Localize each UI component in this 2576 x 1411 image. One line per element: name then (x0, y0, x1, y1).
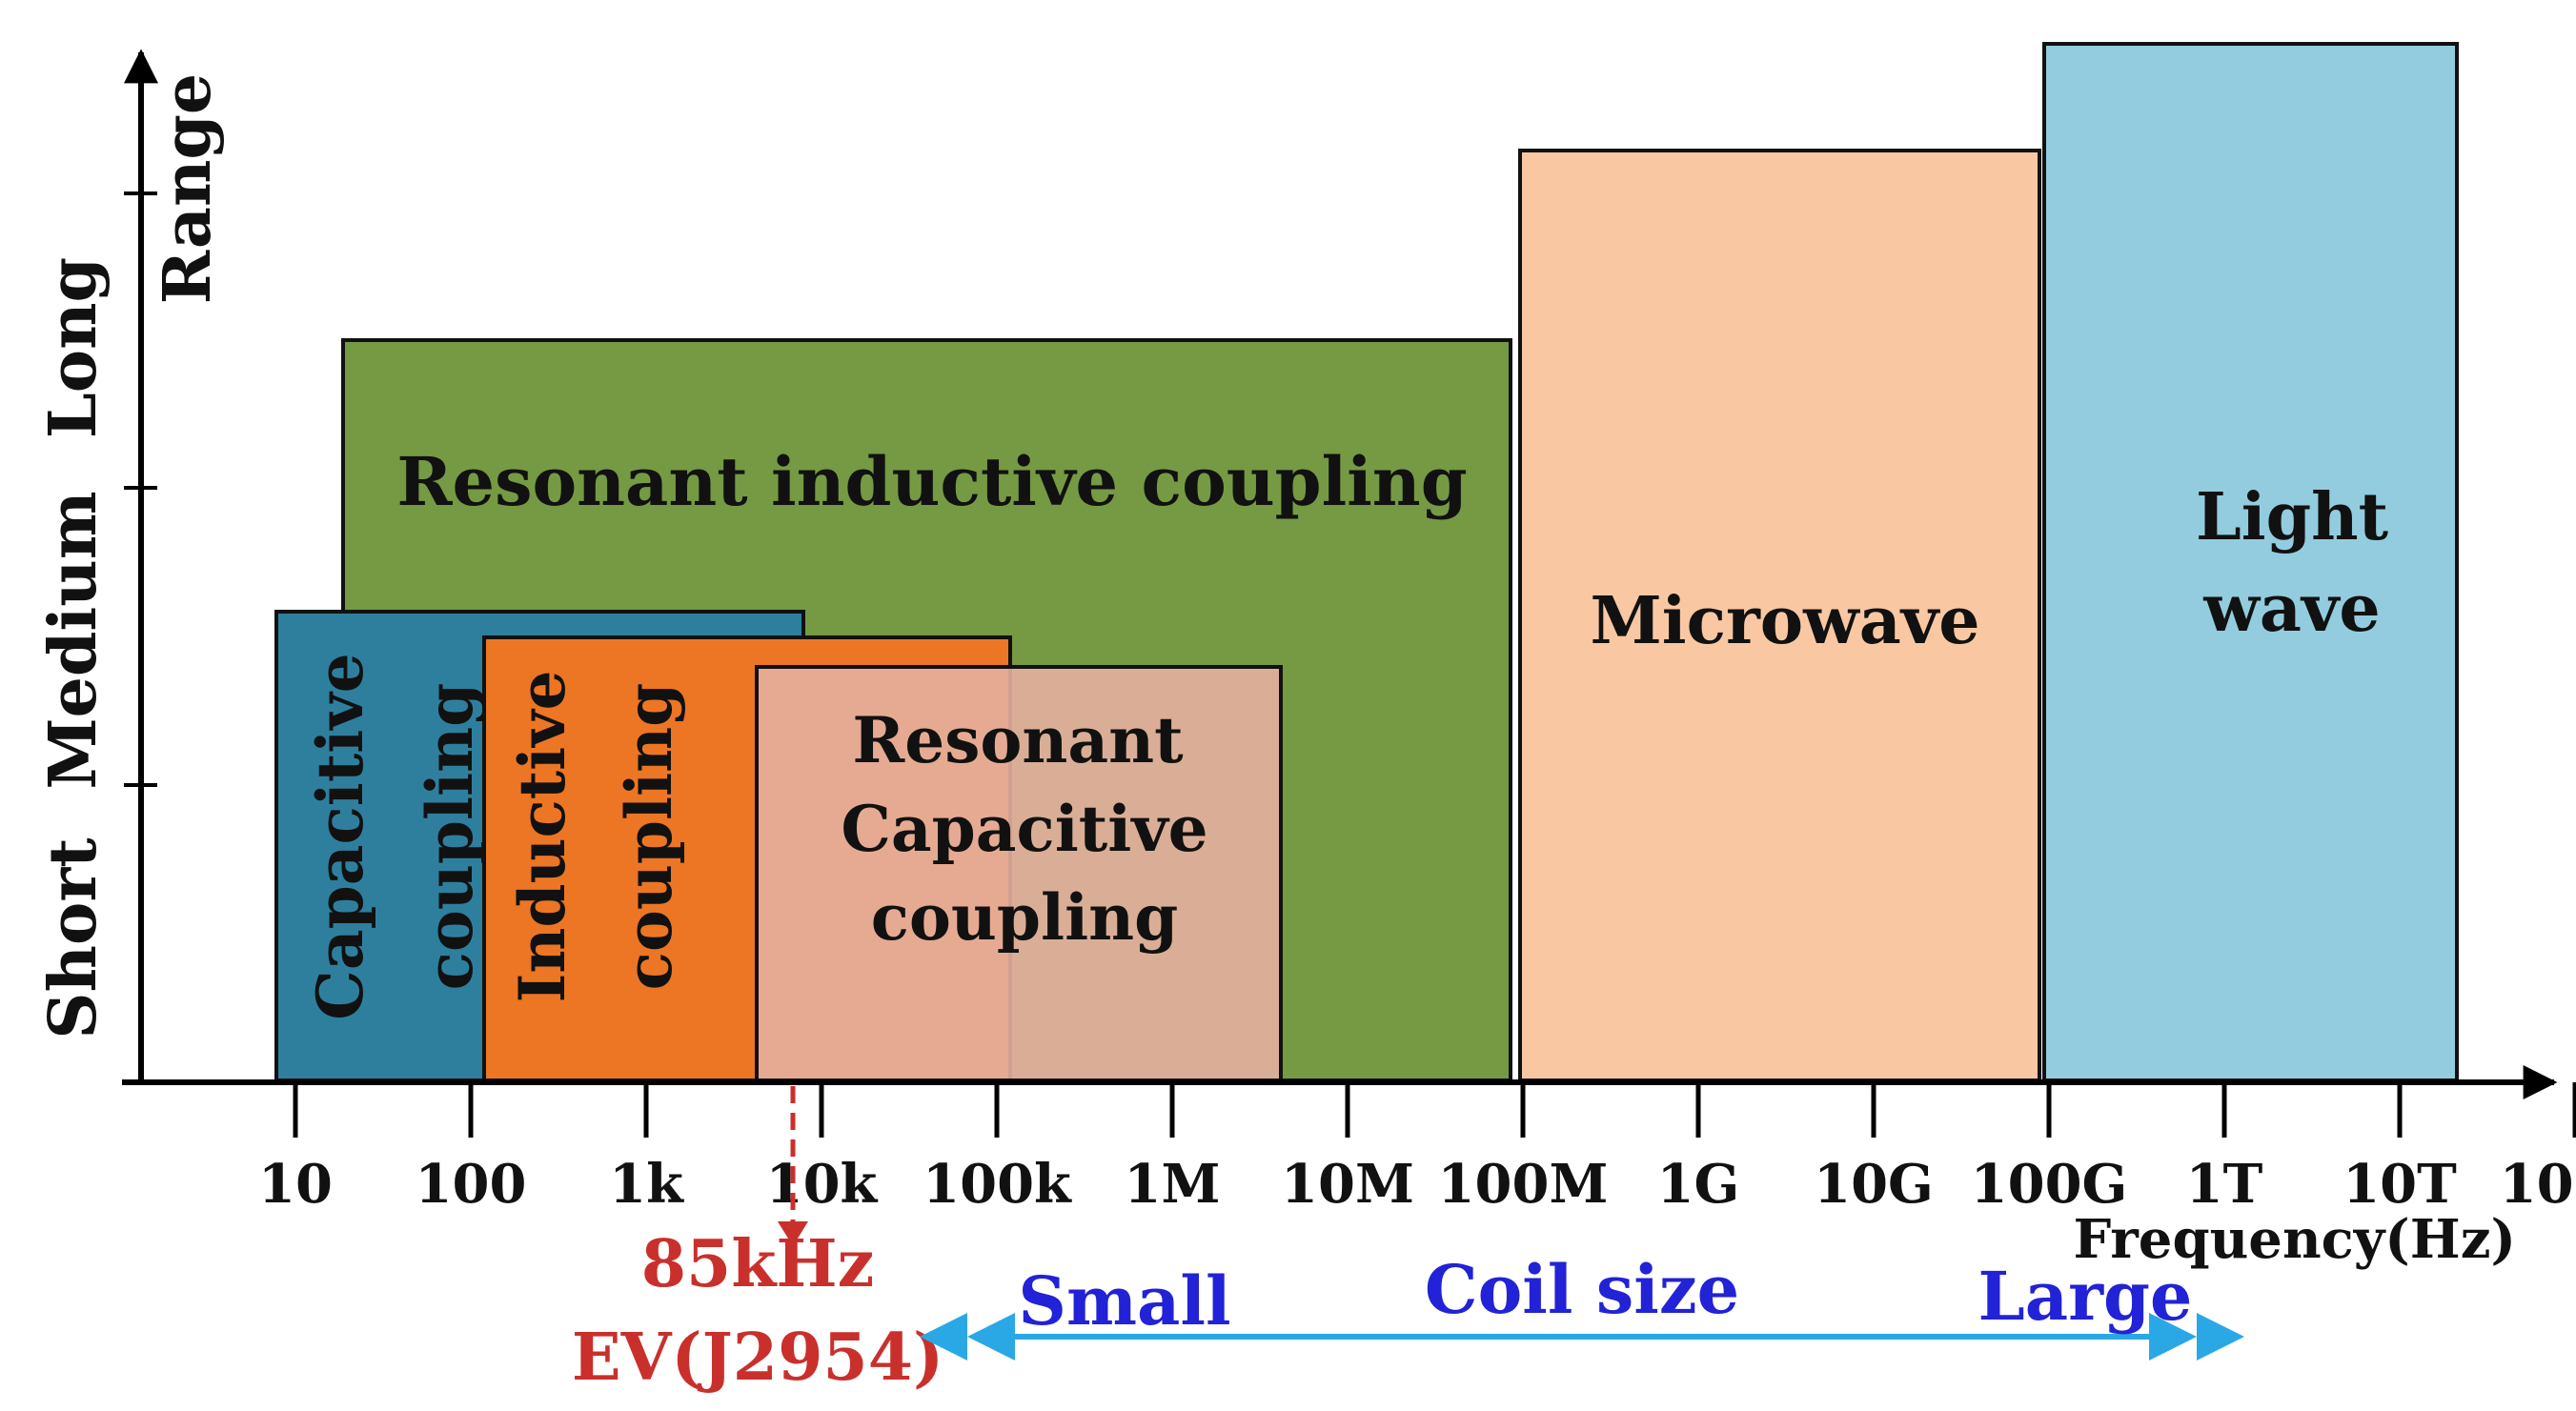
frequency-ticks: 10 100 1k 10k 100k 1M 10M 100M 1G 10G 100G 1T 10T 100… (258, 1082, 2576, 1216)
coil-size-left-arrowhead-inner (967, 1313, 1015, 1361)
inductive-label-line2: coupling (612, 683, 686, 991)
microwave-box (1518, 149, 2041, 1082)
frequency-tick-label: 100M (1438, 1153, 1609, 1216)
light-wave-label-line1: Light (2196, 479, 2389, 555)
frequency-tick-label: 10k (766, 1153, 879, 1216)
frequency-tick-label: 1M (1125, 1153, 1221, 1216)
region-light-wave: Light wave (2042, 42, 2459, 1082)
ev-marker-arrowhead (778, 1221, 808, 1246)
resonant-inductive-label: Resonant inductive coupling (396, 442, 1467, 521)
coil-size-label: Coil size (1425, 1250, 1739, 1329)
coil-size-right-arrowhead-outer (2197, 1313, 2244, 1361)
microwave-label: Microwave (1590, 583, 1979, 659)
frequency-tick-label: 100k (923, 1153, 1072, 1216)
capacitive-label-line2: coupling (413, 683, 487, 991)
frequency-tick-label: 1G (1657, 1153, 1740, 1216)
capacitive-label-line1: Capacitive (303, 653, 377, 1019)
frequency-tick-label: 10 (258, 1153, 333, 1216)
frequency-tick-label: 10M (1281, 1153, 1414, 1216)
resonant-capacitive-label-line2: Capacitive (841, 792, 1207, 866)
inductive-label-line1: Inductive (505, 670, 579, 1002)
frequency-tick-label: 100G (1971, 1153, 2128, 1216)
range-level-short: Short (35, 837, 112, 1039)
range-axis-label: Range (150, 73, 226, 304)
ev-marker: 85kHz EV(J2954) (572, 1086, 943, 1396)
frequency-tick-label: 100 (416, 1153, 527, 1216)
frequency-tick-label: 1T (2186, 1153, 2263, 1216)
frequency-tick-label: 100T (2500, 1153, 2576, 1216)
resonant-capacitive-label-line1: Resonant (852, 703, 1184, 777)
range-level-long: Long (35, 257, 112, 438)
resonant-capacitive-label-line3: coupling (871, 880, 1179, 955)
frequency-tick-label: 1k (609, 1153, 684, 1216)
light-wave-label-line2: wave (2202, 571, 2380, 647)
frequency-tick-label: 10G (1814, 1153, 1934, 1216)
ev-frequency-label: 85kHz (641, 1226, 875, 1302)
coil-size-large-label: Large (1978, 1257, 2193, 1336)
ev-standard-label: EV(J2954) (572, 1320, 943, 1396)
range-level-medium: Medium (35, 491, 112, 789)
region-resonant-capacitive-coupling: Resonant Capacitive coupling (755, 665, 1283, 1082)
frequency-tick-label: 10T (2343, 1153, 2457, 1216)
resonant-capacitive-box (755, 665, 1283, 1082)
frequency-axis-label: Frequency(Hz) (2074, 1208, 2516, 1271)
coil-size-small-label: Small (1018, 1261, 1230, 1340)
light-wave-box (2042, 42, 2459, 1082)
coil-size-indicator: Small Coil size Large (920, 1250, 2244, 1361)
coil-size-right-arrowhead-inner (2149, 1313, 2197, 1361)
region-microwave: Microwave (1518, 149, 2041, 1082)
coil-size-left-arrowhead-outer (920, 1313, 967, 1361)
